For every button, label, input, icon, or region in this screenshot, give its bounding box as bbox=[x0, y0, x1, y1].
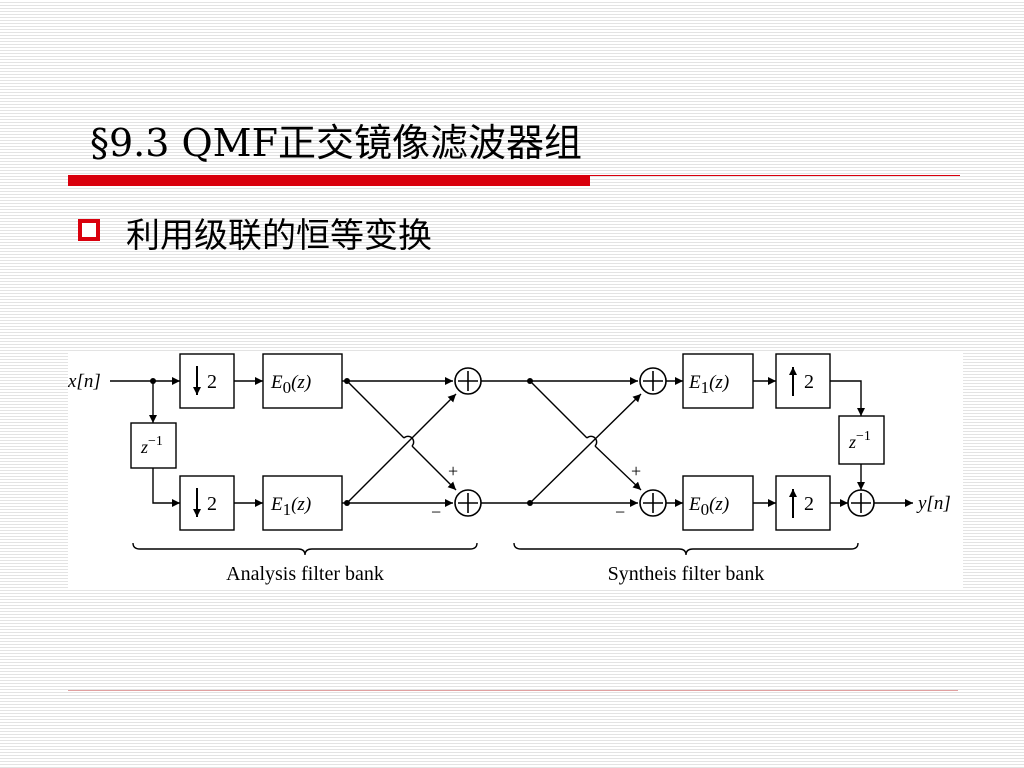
minus-sign-synthesis: − bbox=[615, 502, 625, 522]
analysis-bank-label: Analysis filter bank bbox=[226, 563, 384, 585]
filter-label-synthesis-bottom: E0(z) bbox=[688, 494, 729, 519]
footer-rule bbox=[68, 690, 958, 691]
input-label: x[n] bbox=[68, 371, 101, 392]
output-label: y[n] bbox=[916, 493, 951, 514]
downsampler-top bbox=[179, 353, 235, 409]
downsampler-bottom bbox=[179, 475, 235, 531]
slide-title: §9.3 QMF正交镜像滤波器组 bbox=[90, 121, 582, 165]
plus-sign-analysis: + bbox=[448, 461, 458, 481]
synthesis-bank-label: Syntheis filter bank bbox=[608, 563, 765, 585]
downsample-factor-bottom: 2 bbox=[207, 493, 217, 515]
title-underline-thick bbox=[68, 175, 590, 186]
delay-box-right bbox=[838, 415, 885, 465]
filter-block-analysis-bottom bbox=[262, 475, 343, 531]
filter-label-analysis-bottom: E1(z) bbox=[270, 494, 311, 519]
minus-sign-analysis: − bbox=[431, 502, 441, 522]
upsample-factor-bottom: 2 bbox=[804, 493, 814, 515]
filter-label-synthesis-top: E1(z) bbox=[688, 372, 729, 397]
delay-label-right: z−1 bbox=[848, 429, 871, 452]
delay-label-left: z−1 bbox=[140, 434, 163, 457]
filter-block-synthesis-top bbox=[682, 353, 754, 409]
bullet-text: 利用级联的恒等变换 bbox=[126, 216, 432, 256]
upsampler-bottom bbox=[775, 475, 831, 531]
upsampler-top bbox=[775, 353, 831, 409]
title-underline-thin bbox=[590, 175, 960, 176]
qmf-block-diagram: x[n] bbox=[68, 352, 963, 590]
plus-sign-synthesis: + bbox=[631, 461, 641, 481]
bullet-square-icon bbox=[78, 219, 100, 241]
filter-block-synthesis-bottom bbox=[682, 475, 754, 531]
filter-block-analysis-top bbox=[262, 353, 343, 409]
upsample-factor-top: 2 bbox=[804, 371, 814, 393]
delay-box-left bbox=[130, 422, 177, 469]
filter-label-analysis-top: E0(z) bbox=[270, 372, 311, 397]
downsample-factor-top: 2 bbox=[207, 371, 217, 393]
